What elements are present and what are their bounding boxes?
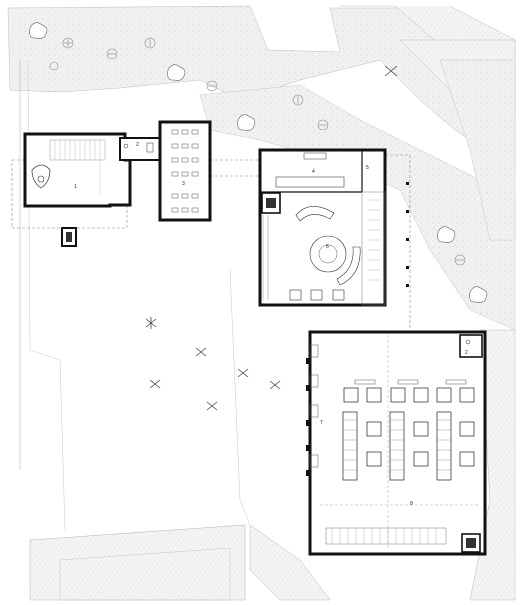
tree-icon: [292, 94, 304, 106]
building-a: 1: [23, 132, 132, 208]
palm-icon: [206, 401, 218, 411]
tree-icon: [62, 37, 74, 49]
tree-icon: [49, 61, 59, 71]
room-number-8: 8: [410, 501, 413, 507]
room-number-6: 6: [326, 244, 329, 250]
palm-icon: [195, 347, 207, 357]
reception-desk-icon: [31, 164, 51, 189]
palm-icon: [145, 317, 157, 329]
shrub-icon: [237, 114, 256, 131]
shrub-icon: [469, 286, 488, 303]
seating-icon: [289, 289, 302, 301]
tree-icon: [144, 37, 156, 49]
palm-icon: [384, 65, 398, 77]
building-b: 3: [158, 120, 212, 222]
palm-icon: [149, 379, 161, 389]
stair: [49, 139, 106, 161]
landscape-ground: [7, 5, 516, 601]
tree-icon: [106, 48, 118, 60]
building-d: 2 7 8: [306, 330, 487, 556]
seating-icon: [332, 289, 345, 301]
shelf-unit: [342, 411, 358, 481]
trees: [49, 37, 466, 266]
round-table-icon: [309, 235, 347, 273]
tree-icon: [454, 254, 466, 266]
shrub-icon: [437, 226, 456, 243]
room-number-2-hall: 2: [465, 350, 468, 356]
room-number-5: 5: [366, 165, 369, 171]
wc-block: 2: [119, 137, 161, 161]
shrubs: [29, 22, 488, 303]
shelf-unit: [436, 411, 452, 481]
shrub-icon: [167, 64, 186, 81]
room-number-7: 7: [320, 420, 323, 426]
seating-icon: [310, 289, 323, 301]
tree-icon: [206, 80, 218, 92]
palm-icon: [237, 368, 249, 378]
room-number-2: 2: [136, 142, 139, 148]
room-number-4: 4: [312, 169, 315, 175]
palm-icon: [269, 380, 281, 390]
shelf-unit: [389, 411, 405, 481]
room-number-1: 1: [74, 184, 77, 190]
tree-icon: [317, 119, 329, 131]
shrub-icon: [29, 22, 48, 39]
room-number-3: 3: [182, 181, 185, 187]
building-c: 4 5 6: [258, 148, 409, 307]
palms: [145, 65, 398, 411]
